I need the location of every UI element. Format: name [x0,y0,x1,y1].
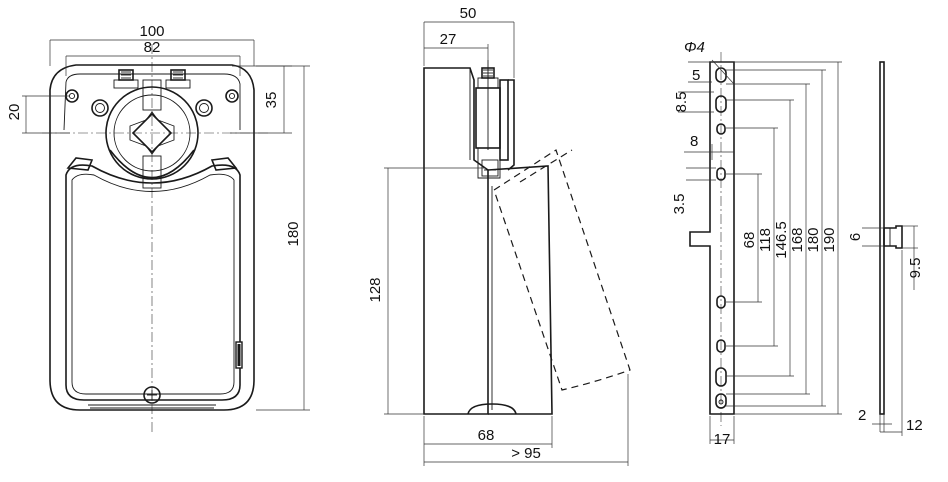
dim-168: 168 [789,227,806,252]
dim-118: 118 [757,228,774,252]
dim-180-bracket: 180 [805,227,822,252]
dim-27: 27 [440,31,457,48]
dim-128: 128 [367,277,384,302]
dim-9-5: 9.5 [907,258,924,279]
dim-6: 6 [847,233,864,241]
front-view: 100 82 20 35 180 [6,23,310,432]
dim-82: 82 [144,39,161,56]
dim-5: 5 [692,67,700,84]
dim-68: 68 [478,427,495,444]
dim-190: 190 [821,227,838,252]
dim-12: 12 [906,417,923,434]
side-view: 50 27 128 68 > 95 [367,5,631,466]
profile-view: 6 9.5 2 12 [847,61,924,436]
dim-35: 35 [263,92,280,109]
dim-3-5: 3.5 [671,194,688,215]
dim-17: 17 [714,431,731,448]
dim-68-bracket: 68 [741,232,758,249]
dim-50: 50 [460,5,477,22]
dim-95: > 95 [511,445,541,462]
dim-180: 180 [285,221,302,246]
dim-8-5: 8.5 [673,92,690,113]
dim-146-5: 146.5 [773,221,790,259]
dim-8: 8 [690,133,698,150]
dim-100: 100 [139,23,164,40]
dim-2: 2 [858,407,866,424]
dim-phi4: Φ4 [684,39,705,56]
bracket-view: Φ4 5 8.5 8 3.5 68 118 146.5 168 [671,39,842,448]
dim-20: 20 [6,104,23,121]
